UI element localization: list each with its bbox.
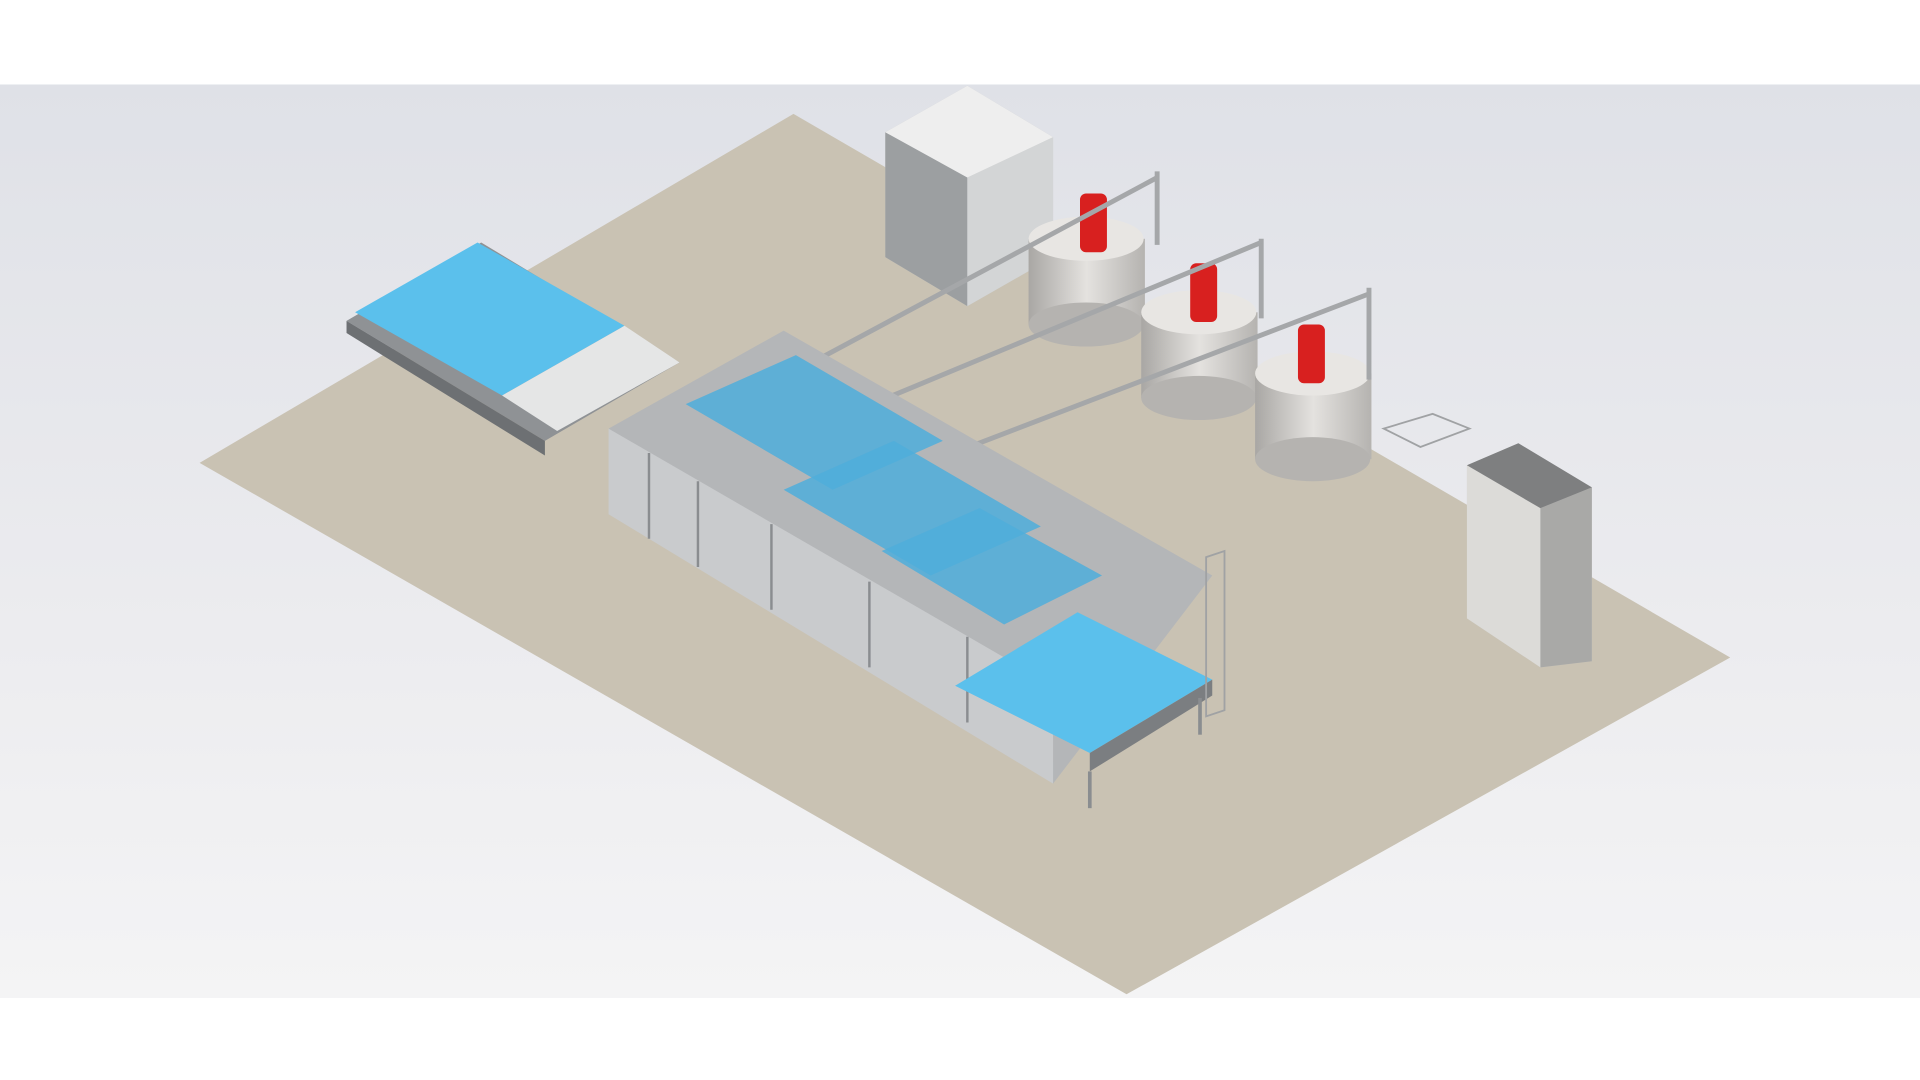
motor-icon [1297,324,1325,384]
white-bottom-band [0,997,1920,1080]
mixing-tanks [733,171,1372,493]
tank-2 [1141,263,1258,420]
motor-icon [1080,193,1107,253]
wire-rack [1205,412,1472,718]
infeed-conveyor [346,242,680,456]
tank-3 [1255,324,1372,482]
electrical-cabinet [1466,443,1592,668]
white-top-band [0,0,1920,85]
motor-icon [1190,263,1218,323]
